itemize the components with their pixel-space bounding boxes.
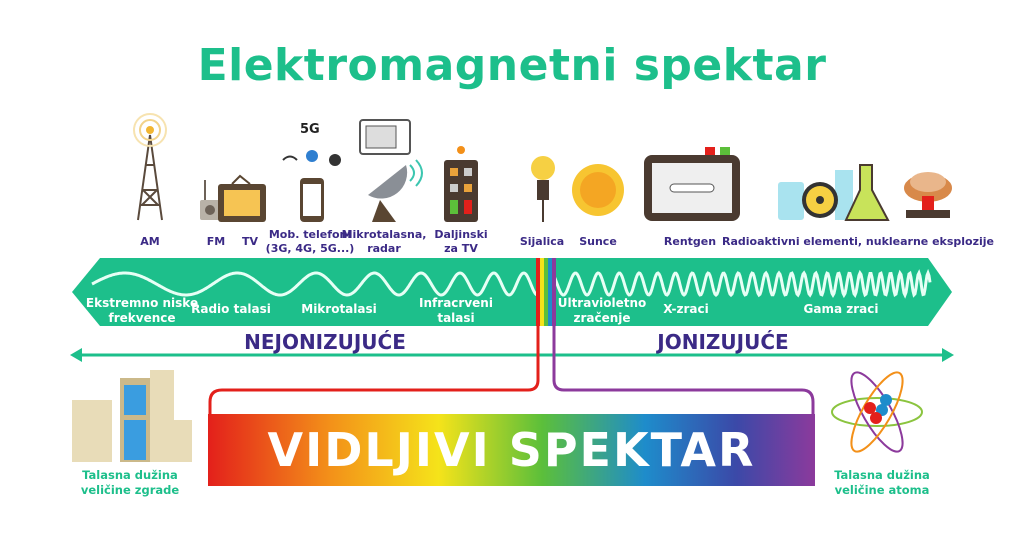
source-label: Radioaktivni elementi, nuklearne eksploz… (721, 235, 995, 248)
ionizing-arrow (70, 348, 954, 362)
atom-icon (831, 371, 923, 453)
visible-spectrum-bar (208, 414, 815, 486)
atom-wavelength-caption: Talasna dužina veličine atoma (834, 468, 930, 497)
5g-icon: 5G (300, 122, 320, 137)
visible-spectrum-label: VIDLJIVI SPEKTAR (267, 423, 756, 477)
mobile-phone-icon (282, 150, 341, 222)
source-label: TV (241, 235, 259, 248)
source-label: Rentgen (663, 235, 717, 248)
lab-flasks-icon (778, 164, 890, 221)
nonionizing-label: NEJONIZUJUĆE (244, 330, 406, 354)
tv-icon (218, 174, 266, 222)
page-title: Elektromagnetni spektar (197, 40, 827, 91)
band-label: Ultravioletno zračenje (557, 296, 647, 325)
source-label: Mob. telefoni (3G, 4G, 5G...) (265, 228, 355, 255)
light-bulb-icon (531, 156, 555, 222)
band-label: X-zraci (663, 302, 709, 316)
sun-icon (572, 164, 624, 216)
source-label: Mikrotalasna, radar (341, 228, 427, 255)
wave-line (91, 268, 932, 299)
source-label: Sijalica (519, 235, 565, 248)
nuclear-explosion-icon (904, 172, 952, 218)
source-label: AM (140, 235, 160, 248)
buildings-icon (72, 370, 192, 462)
visible-light-stripe (536, 258, 556, 326)
band-label: Gama zraci (803, 302, 879, 316)
purple-connector (552, 326, 815, 415)
red-connector (208, 326, 540, 415)
source-label: Sunce (579, 235, 617, 248)
band-label: Mikrotalasi (301, 302, 377, 316)
building-wavelength-caption: Talasna dužina veličine zgrade (80, 468, 180, 497)
band-label: Radio talasi (191, 302, 271, 316)
band-label: Ekstremno niske frekvence (85, 296, 199, 325)
ionizing-label: JONIZUJUĆE (657, 330, 789, 354)
microwave-icon (359, 119, 411, 155)
source-label: FM (206, 235, 226, 248)
source-label: Daljinski za TV (434, 228, 488, 255)
am-tower-icon (133, 113, 167, 221)
band-label: Infracrveni talasi (419, 296, 493, 325)
xray-machine-icon (644, 147, 740, 221)
satellite-dish-icon (368, 159, 423, 222)
remote-control-icon (444, 146, 478, 222)
